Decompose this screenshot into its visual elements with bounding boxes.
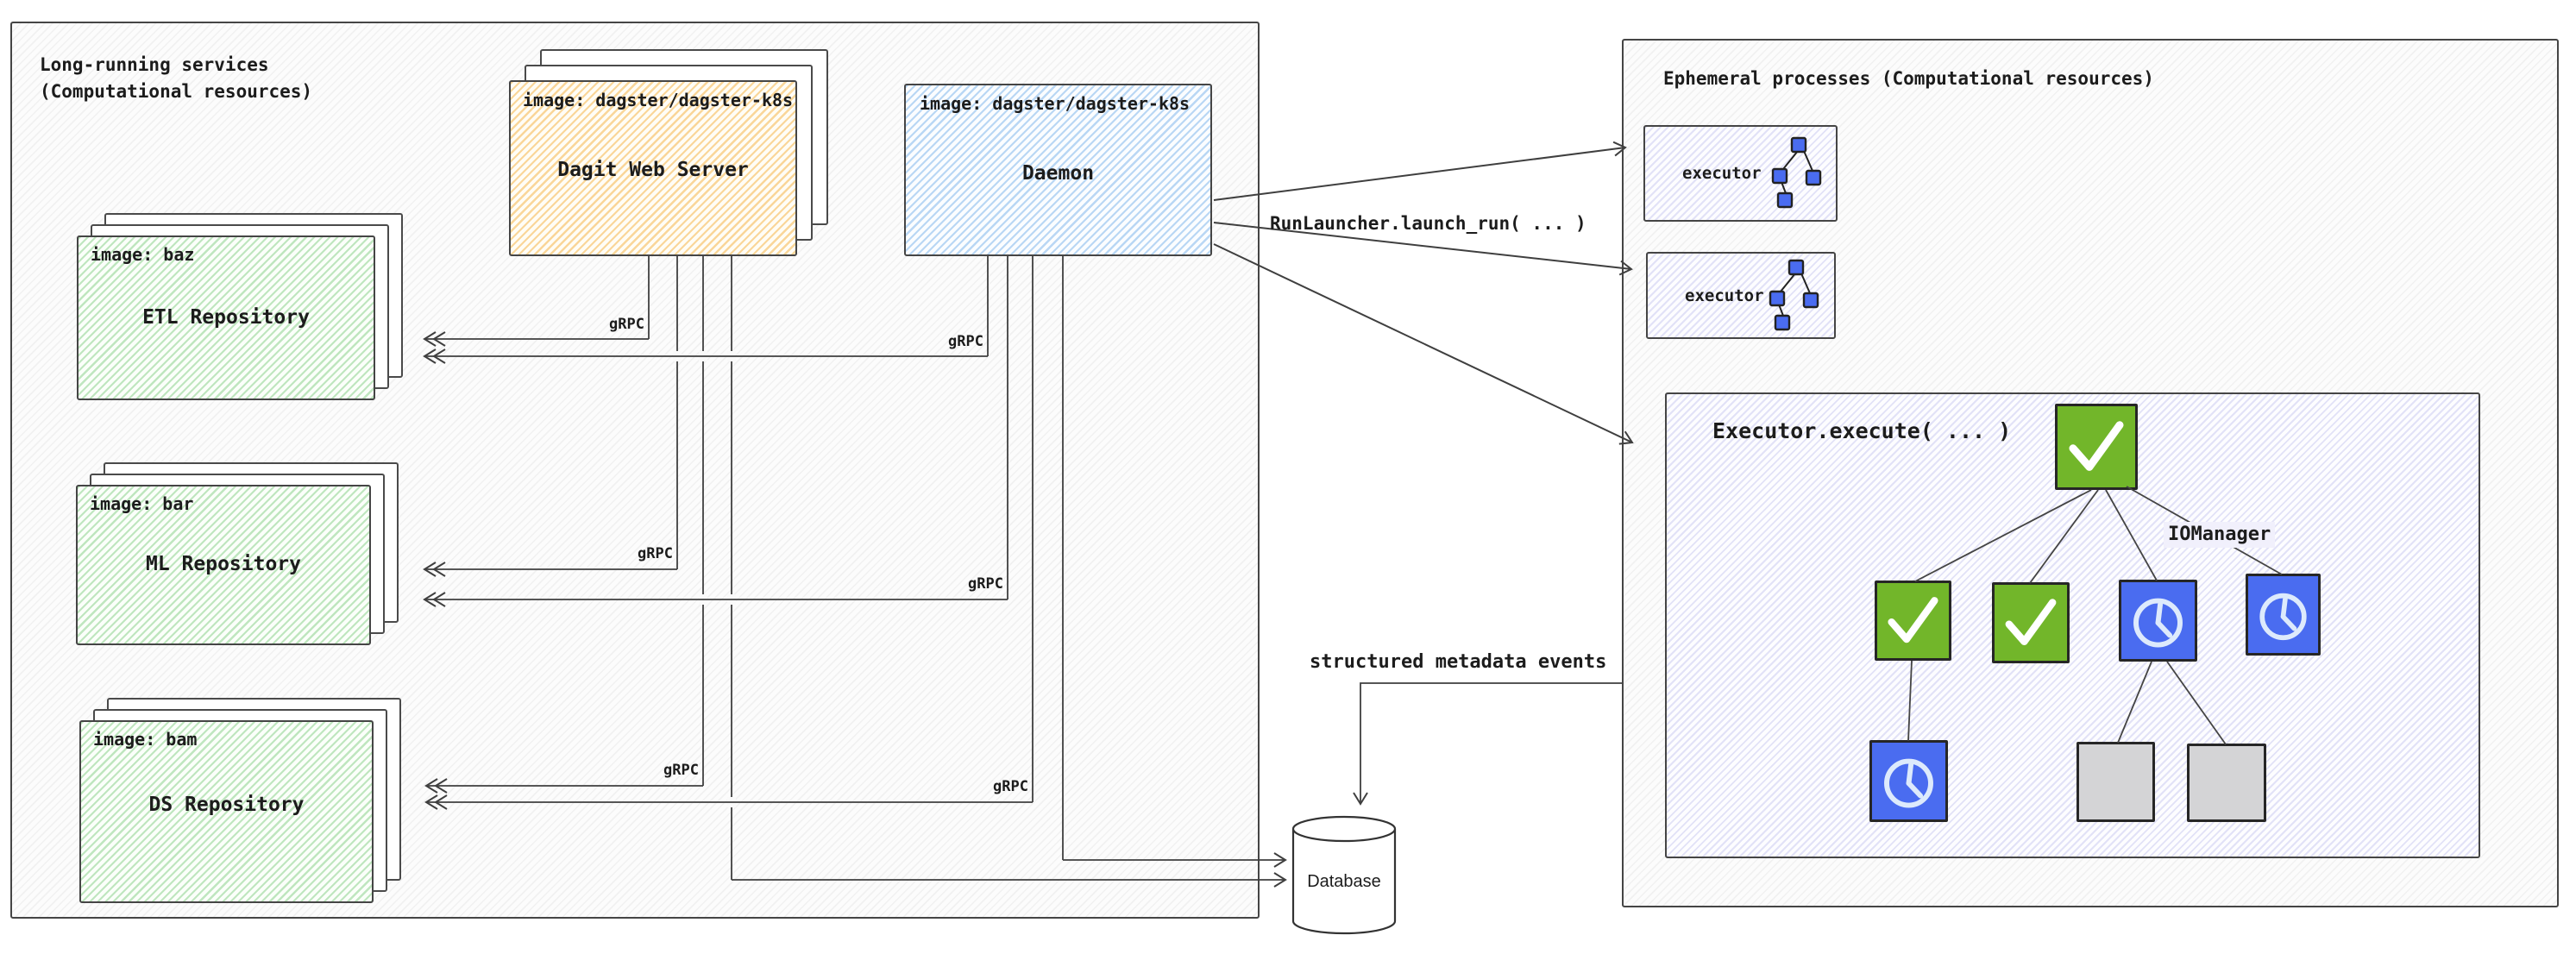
grpc-label-daemon-ds: gRPC xyxy=(993,778,1028,795)
grpc-label-daemon-ml: gRPC xyxy=(968,575,1003,593)
dagit-image-label: image: dagster/dagster-k8s xyxy=(523,90,794,110)
daemon-image-label: image: dagster/dagster-k8s xyxy=(920,93,1191,114)
database-label: Database xyxy=(1307,872,1381,891)
left-panel-title-line2: (Computational resources) xyxy=(40,81,313,102)
clock-icon xyxy=(2133,598,2183,648)
etl-image-label: image: baz xyxy=(91,244,195,265)
step-node-clock-c xyxy=(1869,740,1948,822)
run-launcher-label: RunLauncher.launch_run( ... ) xyxy=(1270,213,1586,234)
check-icon xyxy=(2069,421,2124,471)
grpc-label-dagit-ml: gRPC xyxy=(638,545,673,562)
executor-execute-box xyxy=(1665,392,2480,858)
step-node-clock-b xyxy=(2246,574,2321,656)
clock-icon xyxy=(2259,593,2307,641)
dagit-name: Dagit Web Server xyxy=(557,159,749,181)
right-panel-title: Ephemeral processes (Computational resou… xyxy=(1663,68,2154,89)
executor-execute-title: Executor.execute( ... ) xyxy=(1712,418,2012,443)
left-panel-title-line1: Long-running services xyxy=(40,54,269,75)
step-node-pending-b xyxy=(2187,744,2266,822)
ml-image-label: image: bar xyxy=(90,493,194,514)
grpc-label-dagit-etl: gRPC xyxy=(609,316,644,333)
executor-box-2 xyxy=(1646,252,1836,339)
daemon-name: Daemon xyxy=(1021,162,1095,185)
metadata-events-arrow xyxy=(1353,682,1622,806)
check-icon xyxy=(2005,599,2057,646)
ds-repository-box xyxy=(79,720,374,903)
ds-image-label: image: bam xyxy=(93,729,198,750)
metadata-events-label: structured metadata events xyxy=(1310,651,1607,673)
clock-icon xyxy=(1884,758,1933,808)
grpc-label-daemon-etl: gRPC xyxy=(948,333,983,350)
etl-repository-name: ETL Repository xyxy=(142,306,310,329)
step-node-pending-a xyxy=(2077,742,2155,822)
step-node-clock-a xyxy=(2119,580,2197,662)
step-node-success-a xyxy=(1875,581,1951,661)
iomanager-label: IOManager xyxy=(2164,522,2276,548)
dagit-web-server-box xyxy=(509,80,797,256)
step-node-success-root xyxy=(2055,404,2138,490)
daemon-box xyxy=(904,84,1212,256)
executor-2-label: executor xyxy=(1685,286,1764,305)
run-launcher-arrows xyxy=(1213,141,1634,445)
check-icon xyxy=(1888,597,1938,643)
etl-repository-box xyxy=(77,235,375,400)
executor-1-label: executor xyxy=(1682,164,1762,183)
step-node-success-b xyxy=(1992,582,2070,663)
ds-repository-name: DS Repository xyxy=(148,794,305,816)
ml-repository-name: ML Repository xyxy=(145,553,301,575)
ml-repository-box xyxy=(76,485,371,645)
grpc-label-dagit-ds: gRPC xyxy=(663,762,699,779)
